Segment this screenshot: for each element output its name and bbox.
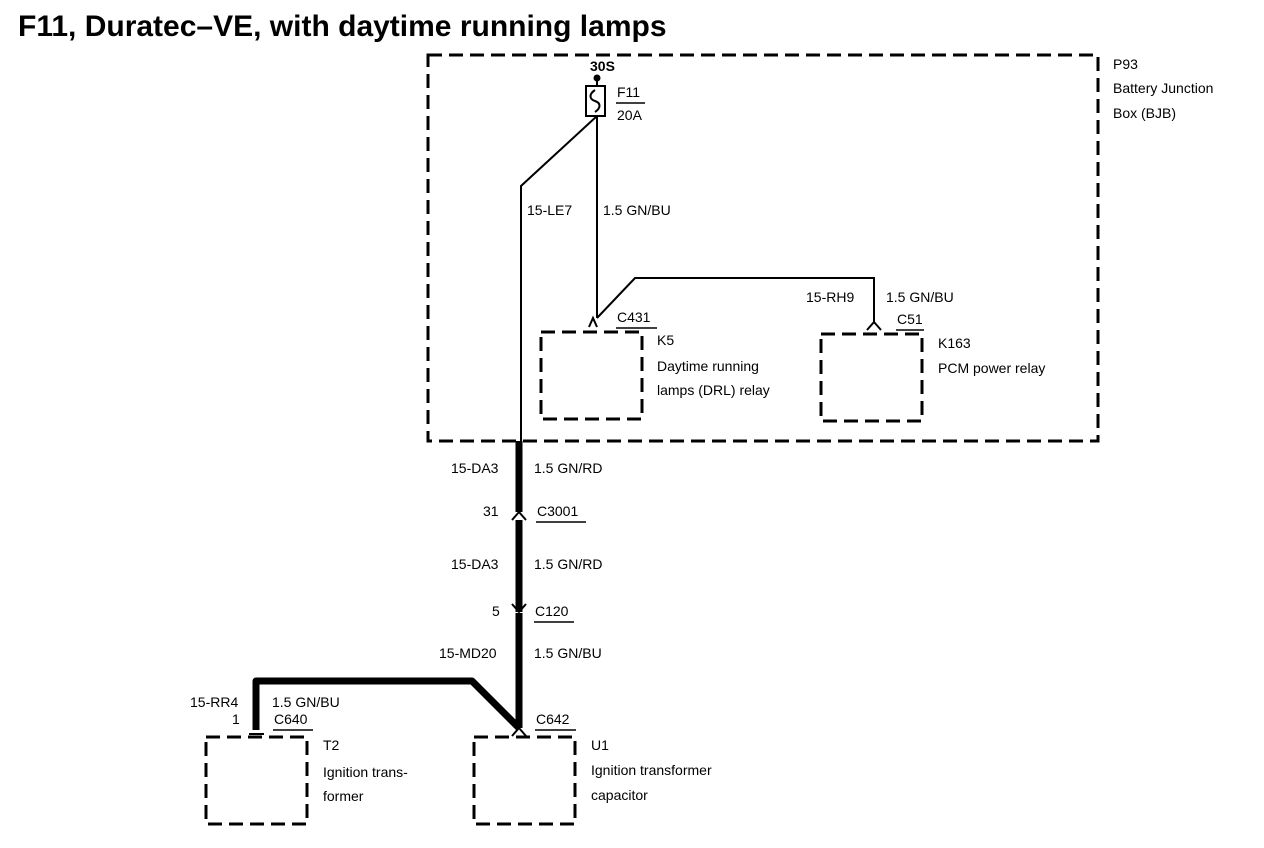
u1-id: U1: [591, 737, 609, 753]
c431-label: C431: [617, 309, 651, 325]
t2-id: T2: [323, 737, 340, 753]
k163-id: K163: [938, 335, 971, 351]
wire-da3-bottom-spec: 1.5 GN/RD: [534, 556, 602, 572]
wire-rh9-circuit: 15-RH9: [806, 289, 854, 305]
c642-label: C642: [536, 711, 570, 727]
k5-name-line2: lamps (DRL) relay: [657, 382, 770, 398]
wire-da3-top-circuit: 15-DA3: [451, 460, 499, 476]
k163-name: PCM power relay: [938, 360, 1045, 376]
k5-box: [539, 330, 644, 421]
bjb-name-line1: Battery Junction: [1113, 80, 1213, 96]
k5-id: K5: [657, 332, 674, 348]
t2-name-line1: Ignition trans-: [323, 764, 408, 780]
wire-le7-spec: 1.5 GN/BU: [603, 202, 671, 218]
k5-name-line1: Daytime running: [657, 358, 759, 374]
bjb-outline: [426, 53, 1100, 443]
wire-rr4-spec: 1.5 GN/BU: [272, 694, 340, 710]
wire-15-le7: [520, 115, 598, 442]
diagram-title: F11, Duratec–VE, with daytime running la…: [18, 10, 667, 43]
u1-name-line2: capacitor: [591, 787, 648, 803]
c51-pin-icon: [866, 320, 882, 331]
fuse-rating: 20A: [617, 107, 643, 123]
c640-label: C640: [274, 711, 308, 727]
c642-pin-icon: [511, 726, 527, 737]
wire-da3-top-spec: 1.5 GN/RD: [534, 460, 602, 476]
c640-pin: 1: [232, 711, 240, 727]
u1-box: [472, 735, 577, 826]
c3001-pin-icon: [511, 510, 527, 521]
wire-rr4-circuit: 15-RR4: [190, 694, 238, 710]
c431-pin-icon: [588, 315, 598, 328]
wire-rh9-spec: 1.5 GN/BU: [886, 289, 954, 305]
fuse-supply-label: 30S: [590, 58, 615, 74]
wire-15-rh9: [596, 277, 875, 322]
supply-node: [593, 74, 601, 82]
c51-label: C51: [897, 311, 923, 327]
c3001-pin: 31: [483, 503, 499, 519]
wire-md20-circuit: 15-MD20: [439, 645, 497, 661]
c120-label: C120: [535, 603, 569, 619]
bjb-name-line2: Box (BJB): [1113, 105, 1176, 121]
k163-box: [819, 332, 924, 423]
bjb-id: P93: [1113, 56, 1138, 72]
t2-box: [204, 735, 309, 826]
wire-da3-bottom-circuit: 15-DA3: [451, 556, 499, 572]
fuse-f11-symbol: [585, 85, 606, 117]
u1-name-line1: Ignition transformer: [591, 762, 712, 778]
wire-15-rr4: [252, 677, 522, 731]
fuse-id: F11: [617, 84, 640, 100]
wire-le7-circuit: 15-LE7: [527, 202, 572, 218]
c120-pin-icon: [511, 603, 527, 614]
c120-pin: 5: [492, 603, 500, 619]
wire-md20-spec: 1.5 GN/BU: [534, 645, 602, 661]
t2-name-line2: former: [323, 788, 364, 804]
c3001-label: C3001: [537, 503, 578, 519]
